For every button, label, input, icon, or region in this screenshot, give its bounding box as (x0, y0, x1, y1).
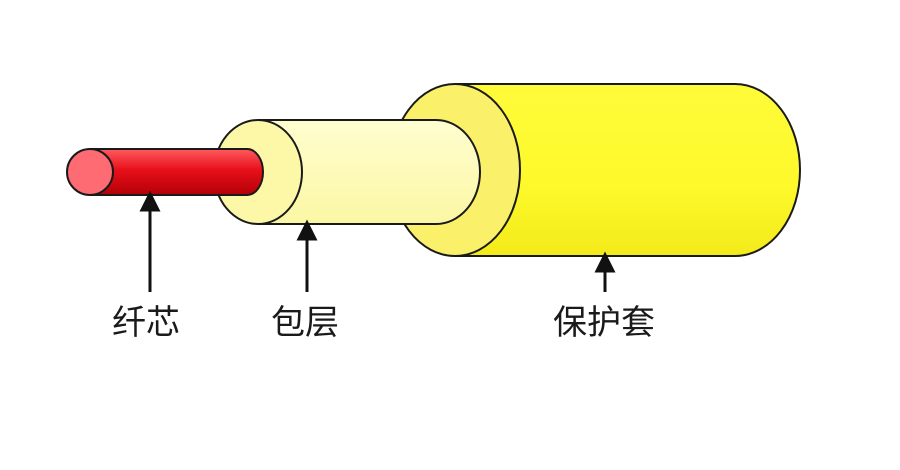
core-label: 纤芯 (112, 303, 180, 343)
cladding-body (257, 119, 481, 225)
core-end-face (66, 148, 114, 196)
cladding-label: 包层 (271, 303, 339, 343)
core-layer (66, 148, 264, 196)
jacket-body (454, 83, 801, 257)
jacket-label: 保护套 (553, 303, 655, 343)
core-body (89, 148, 264, 196)
